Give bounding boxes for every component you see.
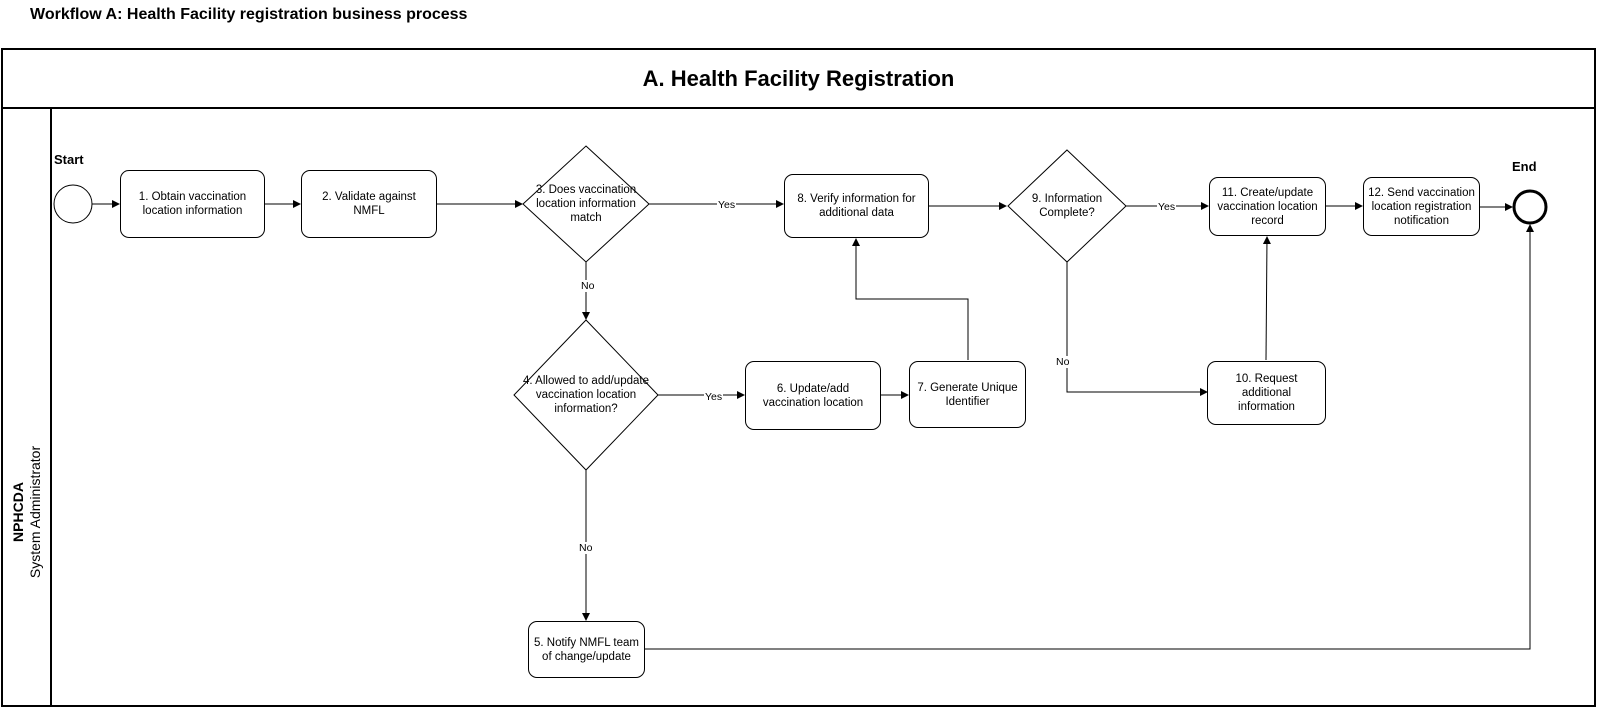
flow-t5-end	[645, 224, 1534, 650]
start-event	[53, 184, 93, 224]
task-10: 10. Request additional information	[1207, 361, 1326, 425]
lane-header: NPHCDA System Administrator	[3, 107, 52, 705]
edge-label-g9-no: No	[1055, 356, 1071, 368]
edge-label-g9-yes: Yes	[1157, 201, 1177, 213]
task-5: 5. Notify NMFL team of change/update	[528, 621, 645, 678]
gateway-3-label: 3. Does vaccination location information…	[535, 184, 637, 224]
start-label: Start	[54, 152, 84, 167]
pool: A. Health Facility Registration NPHCDA S…	[1, 48, 1596, 707]
end-label: End	[1512, 159, 1537, 174]
flow-t10-t11	[1262, 236, 1271, 361]
task-11: 11. Create/update vaccination location r…	[1209, 177, 1326, 236]
task-2: 2. Validate against NMFL	[301, 170, 437, 238]
task-1: 1. Obtain vaccination location informati…	[120, 170, 265, 238]
page-title: Workflow A: Health Facility registration…	[30, 6, 468, 23]
task-6: 6. Update/add vaccination location	[745, 361, 881, 430]
pool-title: A. Health Facility Registration	[3, 50, 1594, 109]
end-event	[1512, 189, 1548, 225]
flow-g9-t10	[1066, 262, 1208, 396]
edge-label-g4-yes: Yes	[704, 391, 724, 403]
edge-label-g4-no: No	[578, 542, 594, 554]
edge-label-g3-yes: Yes	[717, 199, 737, 211]
task-12: 12. Send vaccination location registrati…	[1363, 177, 1480, 236]
gateway-4-label: 4. Allowed to add/update vaccination loc…	[523, 375, 649, 415]
gateway-9-label: 9. Information Complete?	[1031, 193, 1103, 219]
task-7: 7. Generate Unique Identifier	[909, 361, 1026, 428]
flow-t7-t8	[852, 238, 969, 360]
task-8: 8. Verify information for additional dat…	[784, 174, 929, 238]
edge-label-g3-no: No	[580, 280, 596, 292]
